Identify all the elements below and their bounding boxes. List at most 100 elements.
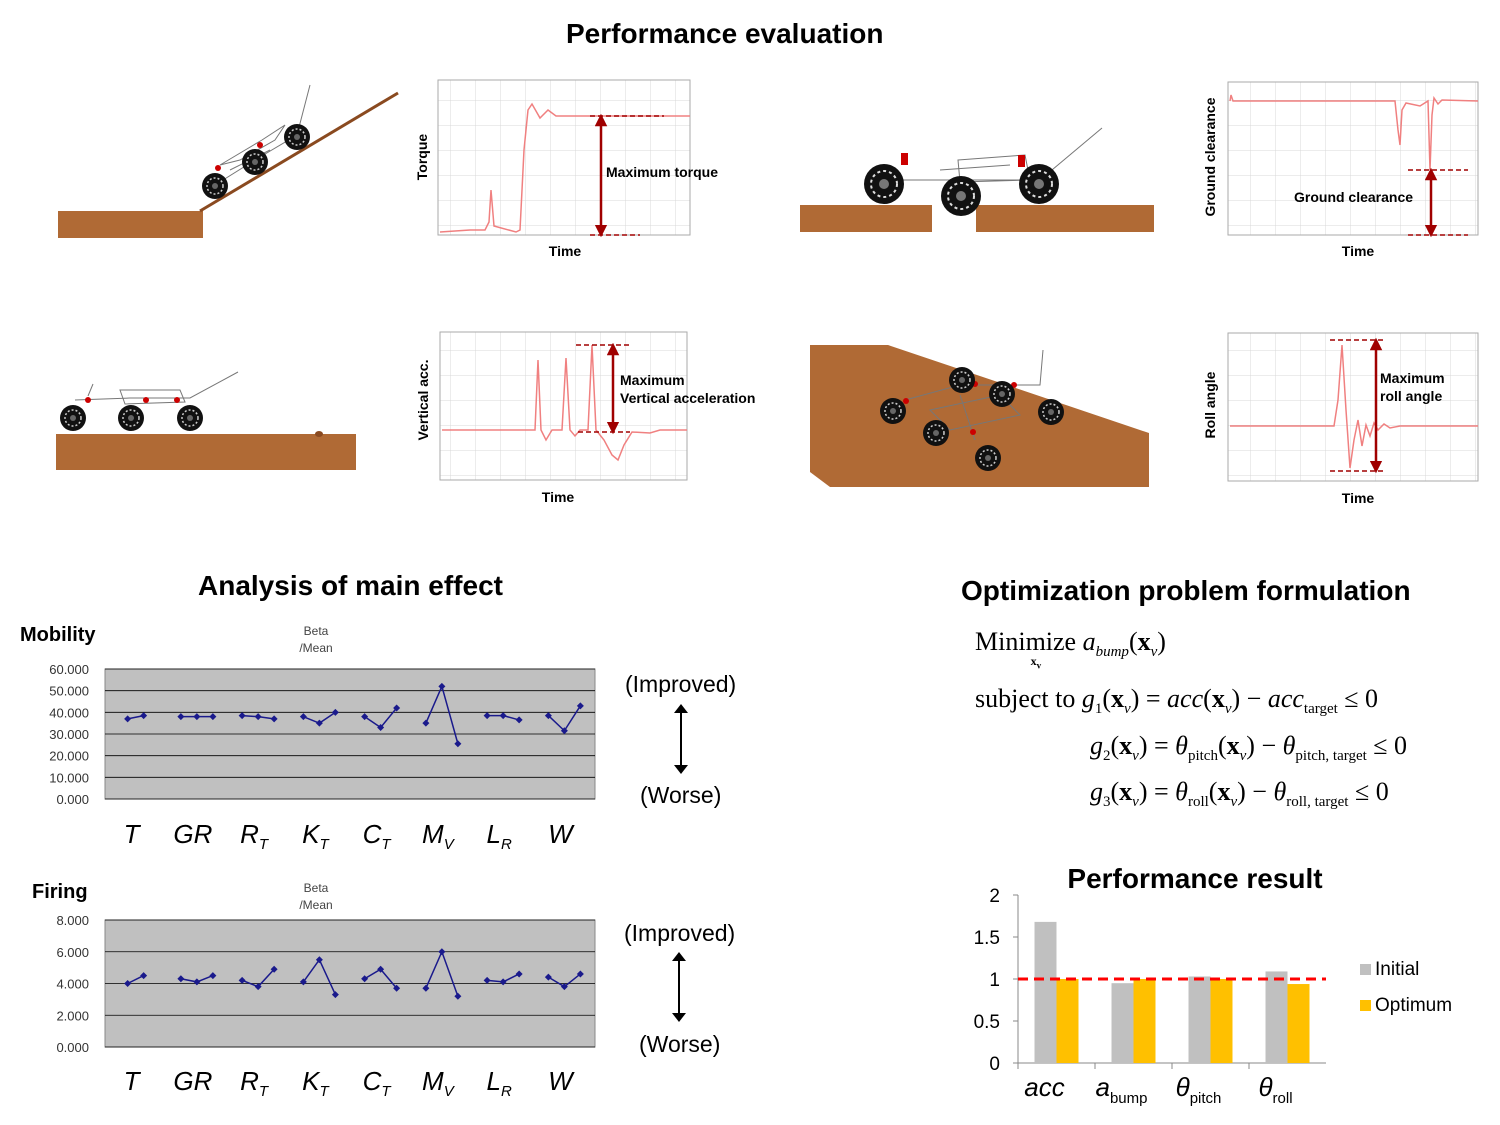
vertical-ylabel: Vertical acc. (415, 360, 431, 441)
performance-evaluation-figure: Maximum torque Torque Time Ground cleara… (56, 79, 1479, 506)
data-point (438, 948, 446, 956)
firing-worse-label: (Worse) (639, 1031, 721, 1057)
data-point (377, 965, 385, 973)
y-tick-label: 40.000 (49, 705, 89, 720)
category-label: θpitch (1176, 1072, 1222, 1107)
factor-label: GR (173, 1066, 212, 1096)
roll-annotation-line2: roll angle (1380, 388, 1442, 404)
y-tick-label: 10.000 (49, 770, 89, 785)
performance-evaluation-title: Performance evaluation (566, 18, 884, 49)
roll-scene (810, 345, 1149, 487)
factor-label: LR (486, 819, 511, 853)
y-tick-label: 1.5 (974, 928, 1000, 949)
data-point (560, 727, 568, 735)
bar-initial (1265, 971, 1288, 1063)
y-tick-label: 1 (989, 970, 1000, 991)
bar-initial (1111, 983, 1134, 1063)
data-point (560, 983, 568, 991)
legend-label-initial: Initial (1375, 959, 1419, 980)
data-point (515, 716, 523, 724)
slope-scene (58, 84, 399, 238)
ground-ylabel: Ground clearance (1202, 97, 1218, 216)
torque-xlabel: Time (549, 243, 582, 259)
mobility-improved-label: (Improved) (625, 671, 737, 697)
constraint-line-1: subject to g1(xv) = acc(xv) − acctarget … (975, 684, 1379, 718)
vertical-annotation-line2: Vertical acceleration (620, 390, 755, 406)
roll-angle-chart: Maximum roll angle Roll angle Time (1202, 332, 1479, 506)
data-point (315, 956, 323, 964)
data-point (177, 713, 185, 721)
y-tick-label: 0 (989, 1054, 1000, 1075)
data-point (454, 992, 462, 1000)
data-point (361, 713, 369, 721)
data-point (238, 712, 246, 720)
data-point (576, 702, 584, 710)
data-point (315, 719, 323, 727)
data-point (193, 978, 201, 986)
torque-annotation: Maximum torque (606, 164, 718, 180)
data-point (124, 715, 132, 723)
y-tick-label: 0.000 (56, 1040, 89, 1055)
data-point (270, 715, 278, 723)
factor-label: MV (422, 819, 456, 853)
category-label: θroll (1258, 1072, 1292, 1107)
bump-scene (56, 371, 356, 470)
chart-title: Performance result (1067, 863, 1322, 894)
bar-initial (1188, 976, 1211, 1063)
y-tick-label: 2 (989, 886, 1000, 907)
data-point (331, 708, 339, 716)
y-tick-label: 30.000 (49, 727, 89, 742)
data-point (438, 682, 446, 690)
data-point (270, 965, 278, 973)
ground-curve (1229, 94, 1479, 171)
chart-subtitle-line1: Beta (304, 881, 329, 895)
bar-optimum (1133, 979, 1156, 1063)
factor-label: RT (240, 819, 270, 853)
data-point (254, 713, 262, 721)
bar-initial (1034, 921, 1057, 1063)
data-point (544, 973, 552, 981)
bar-optimum (1287, 984, 1310, 1063)
factor-label: CT (363, 819, 393, 853)
data-point (422, 984, 430, 992)
roll-annotation-line1: Maximum (1380, 370, 1445, 386)
y-tick-label: 60.000 (49, 662, 89, 677)
data-point (299, 713, 307, 721)
ground-xlabel: Time (1342, 243, 1375, 259)
roll-curve (1230, 344, 1478, 469)
y-tick-label: 8.000 (56, 913, 89, 928)
firing-updown-arrow-icon (672, 952, 686, 1022)
data-point (483, 976, 491, 984)
factor-label: KT (302, 819, 330, 853)
data-point (544, 712, 552, 720)
legend-swatch-optimum (1360, 1000, 1371, 1011)
data-point (499, 978, 507, 986)
ground-annotation: Ground clearance (1294, 189, 1413, 205)
data-point (576, 970, 584, 978)
torque-ylabel: Torque (414, 134, 430, 181)
data-point (361, 975, 369, 983)
y-tick-label: 2.000 (56, 1008, 89, 1023)
chart-title: Firing (32, 881, 88, 903)
data-point (254, 983, 262, 991)
data-point (299, 978, 307, 986)
y-tick-label: 6.000 (56, 945, 89, 960)
torque-curve (439, 102, 690, 233)
y-tick-label: 0.000 (56, 792, 89, 807)
chart-subtitle-line2: /Mean (299, 641, 332, 655)
legend-label-optimum: Optimum (1375, 995, 1452, 1016)
factor-label: GR (173, 819, 212, 849)
factor-label: RT (240, 1066, 270, 1100)
data-point (177, 975, 185, 983)
vertical-annotation-line1: Maximum (620, 372, 685, 388)
bar-optimum (1056, 979, 1079, 1063)
vertical-xlabel: Time (542, 489, 575, 505)
data-point (483, 712, 491, 720)
firing-improved-label: (Improved) (624, 920, 736, 946)
factor-label: W (548, 819, 575, 849)
factor-label: KT (302, 1066, 330, 1100)
data-point (193, 713, 201, 721)
constraint-line-3: g3(xv) = θroll(xv) − θroll, target ≤ 0 (1090, 777, 1389, 811)
factor-label: W (548, 1066, 575, 1096)
